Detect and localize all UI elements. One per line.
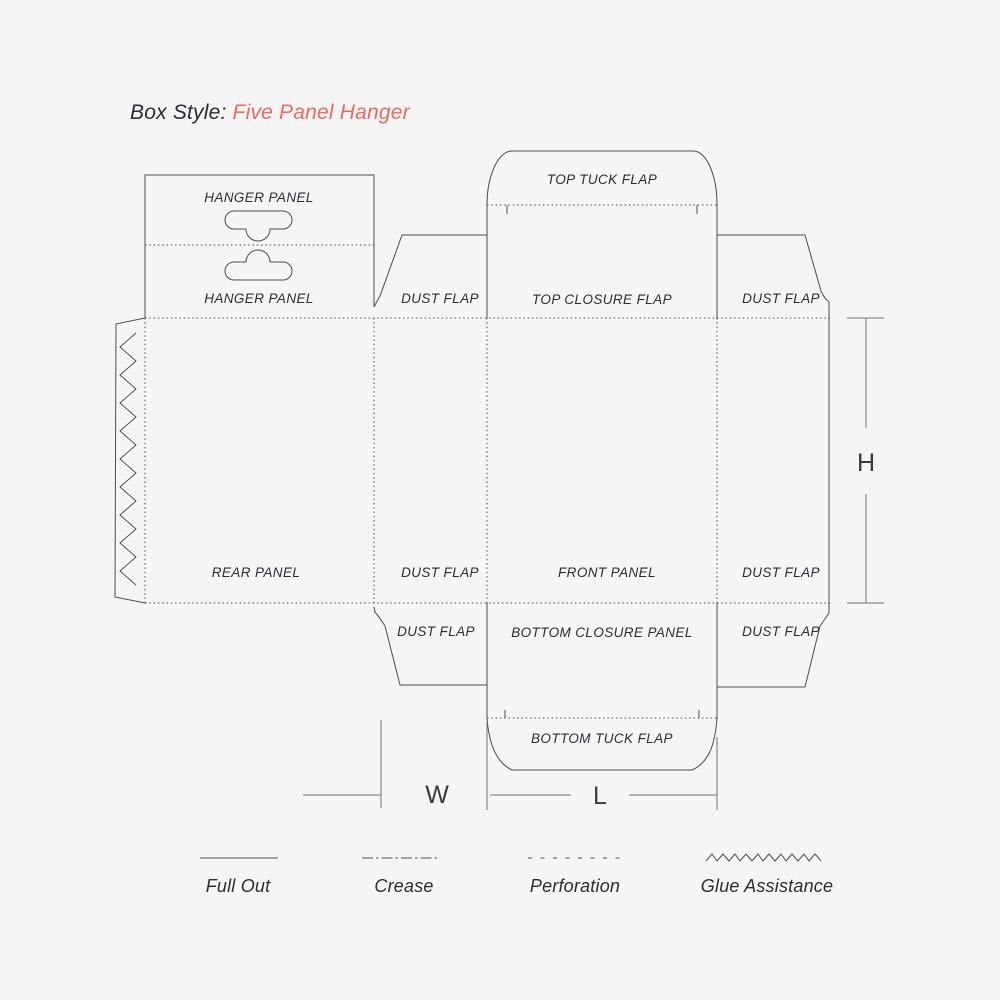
- bottom-closure-panel-label: BOTTOM CLOSURE PANEL: [511, 625, 693, 640]
- height-dimension: H: [847, 317, 884, 604]
- glue-assistance-zigzag: [119, 332, 137, 586]
- bottom-tuck-flap-outline: [486, 717, 718, 771]
- legend-glue-assistance-label: Glue Assistance: [701, 876, 833, 896]
- hang-hole-bottom: [224, 249, 293, 281]
- bottom-tuck-flap-label: BOTTOM TUCK FLAP: [531, 731, 673, 746]
- dust-flap-right-column-outline: [717, 234, 830, 688]
- legend-perforation-label: Perforation: [530, 876, 620, 896]
- page-title: Box Style:Five Panel Hanger: [130, 101, 410, 125]
- hanger-panel-top-label: HANGER PANEL: [204, 190, 314, 205]
- length-dimension: L: [486, 722, 718, 810]
- legend-crease-label: Crease: [374, 876, 433, 896]
- dust-flap-top-right-label: DUST FLAP: [742, 291, 820, 306]
- title-box-style-name: Five Panel Hanger: [232, 101, 410, 124]
- legend-full-out-label: Full Out: [206, 876, 271, 896]
- dust-flap-mid-right-label: DUST FLAP: [742, 565, 820, 580]
- dust-flap-top-left-outline: [373, 234, 487, 308]
- hanger-panel-bottom-label: HANGER PANEL: [204, 291, 314, 306]
- dust-flap-bottom-left-label: DUST FLAP: [397, 624, 475, 639]
- title-prefix: Box Style:: [130, 101, 227, 124]
- rear-panel-label: REAR PANEL: [212, 565, 301, 580]
- height-dimension-label: H: [857, 449, 875, 477]
- dust-flap-mid-left-label: DUST FLAP: [401, 565, 479, 580]
- legend-glue-assistance-sample: [705, 853, 822, 862]
- legend: Full Out Crease Perforation Glue Assista…: [200, 853, 833, 896]
- dust-flap-bottom-right-label: DUST FLAP: [742, 624, 820, 639]
- hanger-panel-outline: [144, 174, 375, 318]
- top-tuck-flap-label: TOP TUCK FLAP: [547, 172, 657, 187]
- top-tuck-flap-outline: [486, 150, 718, 206]
- hang-hole-top: [224, 210, 293, 242]
- dust-flap-bottom-left-outline: [373, 606, 487, 686]
- front-panel-label: FRONT PANEL: [558, 565, 656, 580]
- glue-flap-outline: [114, 317, 146, 604]
- top-closure-flap-label: TOP CLOSURE FLAP: [532, 292, 672, 307]
- dust-flap-top-left-label: DUST FLAP: [401, 291, 479, 306]
- width-dimension: W: [303, 720, 449, 809]
- width-dimension-label: W: [425, 781, 449, 809]
- length-dimension-label: L: [593, 782, 607, 810]
